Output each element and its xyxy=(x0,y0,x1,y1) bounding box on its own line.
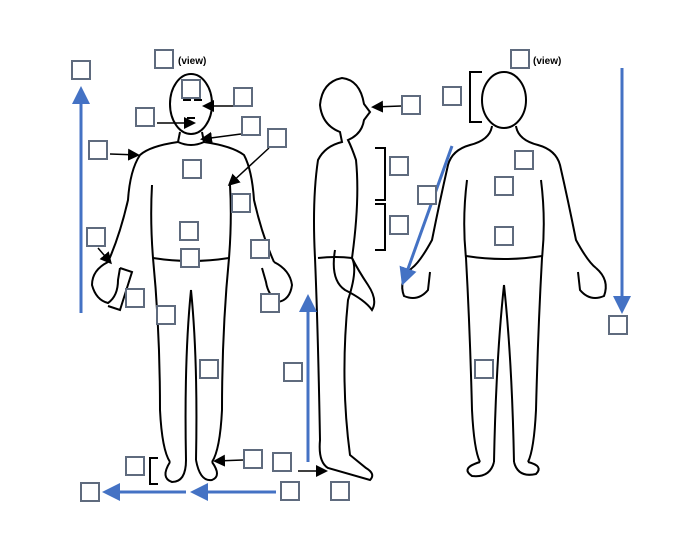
checkbox-side-abdomen[interactable] xyxy=(389,215,409,235)
checkbox-side-foot[interactable] xyxy=(272,452,292,472)
checkbox-back-thigh[interactable] xyxy=(474,359,494,379)
checkbox-front-shoulder-l[interactable] xyxy=(88,140,108,160)
checkbox-front-floor-left[interactable] xyxy=(80,482,100,502)
checkbox-front-abdomen[interactable] xyxy=(179,221,199,241)
checkbox-front-waist[interactable] xyxy=(180,248,200,268)
checkbox-front-wrist-l[interactable] xyxy=(86,227,106,247)
checkbox-back-lower[interactable] xyxy=(494,226,514,246)
checkbox-back-upper[interactable] xyxy=(514,150,534,170)
checkbox-front-chest[interactable] xyxy=(182,159,202,179)
checkbox-front-height-top[interactable] xyxy=(71,60,91,80)
checkbox-back-shoulder[interactable] xyxy=(494,176,514,196)
checkbox-front-hand-r[interactable] xyxy=(260,293,280,313)
checkbox-side-chest[interactable] xyxy=(389,156,409,176)
front-view-label: (view) xyxy=(178,56,207,67)
checkbox-front-elbow-r[interactable] xyxy=(250,239,270,259)
side-figure xyxy=(313,76,376,482)
black-arrows xyxy=(97,100,402,477)
front-figure xyxy=(90,73,294,484)
blue-arrows xyxy=(72,68,631,501)
checkbox-front-floor-right[interactable] xyxy=(280,481,300,501)
checkbox-front-mouth[interactable] xyxy=(135,107,155,127)
checkbox-back-view-select[interactable] xyxy=(510,49,530,69)
checkbox-front-ankle-r[interactable] xyxy=(243,449,263,469)
checkbox-side-leg[interactable] xyxy=(283,362,303,382)
checkbox-front-shoulder-r[interactable] xyxy=(267,128,287,148)
checkbox-front-thigh[interactable] xyxy=(156,305,176,325)
checkbox-back-arm-l[interactable] xyxy=(417,185,437,205)
checkbox-side-floor[interactable] xyxy=(330,481,350,501)
back-figure xyxy=(401,71,607,478)
checkbox-front-arm-r[interactable] xyxy=(231,193,251,213)
checkbox-back-floor[interactable] xyxy=(608,315,628,335)
checkbox-side-nose[interactable] xyxy=(401,95,421,115)
checkbox-front-neck[interactable] xyxy=(241,116,261,136)
checkbox-front-hand-l[interactable] xyxy=(125,288,145,308)
checkbox-front-view-select[interactable] xyxy=(154,49,174,69)
brackets xyxy=(107,71,482,485)
checkbox-front-eyes[interactable] xyxy=(233,87,253,107)
checkbox-front-forehead[interactable] xyxy=(181,79,201,99)
back-view-label: (view) xyxy=(533,56,562,67)
checkbox-back-head[interactable] xyxy=(442,86,462,106)
checkbox-front-ankle-l[interactable] xyxy=(125,456,145,476)
checkbox-front-knee[interactable] xyxy=(199,359,219,379)
